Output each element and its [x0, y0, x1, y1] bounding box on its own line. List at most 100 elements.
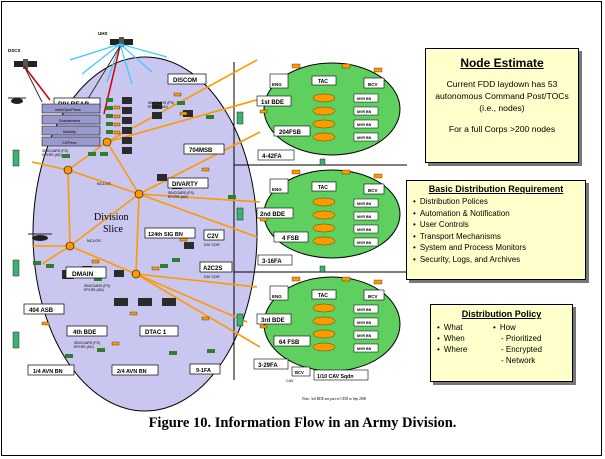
- cav-label: CAV: [286, 379, 294, 383]
- rear-list-item: [41, 103, 101, 114]
- policy-item: What: [437, 322, 493, 333]
- mvr-label: MVR BN: [357, 334, 372, 338]
- note-text: Note: 3rd BDE not part of CDD to Sep 200…: [302, 397, 366, 401]
- small-text: SINCGARS (FS): [42, 149, 68, 153]
- red-uplink: [103, 45, 121, 115]
- unit-c2v: C2V DIV CDR: [203, 229, 225, 247]
- small-text: SINCGARS (FS): [148, 101, 174, 105]
- policy-item: Where: [437, 344, 493, 355]
- dark-uplink: [23, 65, 43, 103]
- tac-label: TAC: [318, 79, 328, 85]
- rear-list-text: Sustainment: [59, 119, 81, 123]
- policy-subitem: - Prioritized: [501, 334, 542, 343]
- distribution-policy-columns: What When Where How - Prioritized - Encr…: [431, 322, 572, 366]
- fa-label: 3-29FA: [258, 363, 278, 369]
- list-item: Security, Logs, and Archives: [413, 254, 585, 266]
- unit-dtac1: DTAC 1: [139, 325, 179, 337]
- mvr-label: MVR BN: [357, 241, 372, 245]
- unit-4bde: 4th BDE SINCGARS (FS) EPLRS (AD): [66, 325, 108, 349]
- small-text: EPLRS (AD): [42, 153, 62, 157]
- brigade-3: ENG TAC BCV 3rd BDE 64 FSB 3-29FA MVR BN…: [253, 285, 385, 383]
- bcv-label: BCV: [368, 294, 378, 299]
- list-item: Transport Mechanisms: [413, 231, 585, 243]
- fsb-label: 4 FSB: [282, 236, 300, 242]
- bde-label: 2nd BDE: [260, 212, 285, 218]
- policy-item: How: [493, 322, 542, 333]
- divarty-label: DIVARTY: [172, 182, 198, 188]
- red-uplink: [23, 65, 51, 101]
- brigade-1: ENG TAC BCV 1st BDE 204FSB 4-42FA MVR BN…: [256, 73, 385, 161]
- rear-list-text: Mobility: [63, 130, 76, 134]
- unit-704msb: 704MSB: [183, 143, 225, 155]
- node-estimate-corps: For a full Corps >200 nodes: [448, 124, 556, 134]
- unit-124sig: 124th SIG BN: [144, 227, 196, 239]
- tac-label: TAC: [318, 293, 328, 299]
- fa-label: 3-16FA: [262, 259, 282, 265]
- a2c2s-label: A2C2S: [203, 266, 222, 272]
- list-item: Distribution Polices: [413, 196, 585, 208]
- policy-col-right: How - Prioritized - Encrypted - Network: [493, 322, 542, 366]
- unit-404asb: 404 ASB: [23, 303, 65, 315]
- div-rear-unit: DIV REAR Intel/Ops/Plans Sustainment Mob…: [41, 97, 101, 157]
- policy-subitem: - Network: [501, 356, 536, 365]
- unit-dmain: DMAIN SINCGARS (FS) EPLRS (AD): [65, 266, 110, 292]
- sat-label-dscs: DSCS: [8, 48, 21, 53]
- small-text: EPLRS (AD): [84, 288, 104, 292]
- mvr-label: MVR BN: [357, 321, 372, 325]
- helicopter-icon: [8, 97, 26, 104]
- distribution-policy-title: Distribution Policy: [461, 309, 542, 319]
- small-text: SINCGARS (FS): [168, 191, 194, 195]
- node-estimate-panel: Node Estimate Current FDD laydown has 53…: [425, 48, 579, 163]
- bcv-label: BCV: [368, 82, 378, 87]
- division-subtitle: Slice: [103, 224, 124, 235]
- distribution-policy-panel: Distribution Policy What When Where How …: [430, 304, 573, 382]
- dtac1-label: DTAC 1: [145, 330, 167, 336]
- bcv-label: BCV: [368, 188, 378, 193]
- avn14-label: 1/4 AVN BN: [33, 369, 63, 375]
- discom-label: DISCOM: [173, 78, 197, 84]
- information-flow-diagram: DSCS UHS: [8, 31, 407, 412]
- unit-divarty: DIVARTY SINCGARS (FS) EPLRS (AD): [167, 177, 209, 199]
- tac-label: TAC: [318, 185, 328, 191]
- mvr-label: MVR BN: [357, 347, 372, 351]
- mvr-label: MVR BN: [357, 97, 372, 101]
- rear-list-item: [41, 136, 101, 147]
- c2v-label: C2V: [207, 234, 219, 240]
- small-text: DIV CDR: [204, 243, 220, 247]
- rear-list-item: [41, 125, 101, 136]
- rear-list-text: C2/Fires: [62, 141, 76, 145]
- bde-label: 3rd BDE: [261, 318, 285, 324]
- policy-item: When: [437, 333, 493, 344]
- mvr-label: MVR BN: [357, 215, 372, 219]
- vehicle-icons: [33, 98, 236, 358]
- unit-a2c2s: A2C2S DIV CDR: [199, 261, 233, 279]
- sat-label-uhs: UHS: [98, 31, 108, 36]
- small-text: DIV CDR: [204, 275, 220, 279]
- satellite-icon: [110, 37, 133, 47]
- eng-label: ENG: [272, 82, 282, 87]
- basic-distribution-panel: Basic Distribution Requirement Distribut…: [406, 180, 586, 280]
- fa-label: 4-42FA: [262, 154, 282, 160]
- unit-91fa: 9-1FA: [189, 363, 221, 375]
- network-nodes: [63, 137, 144, 279]
- msb704-label: 704MSB: [189, 148, 213, 154]
- mvr-label: MVR BN: [357, 136, 372, 140]
- cr-tags: [259, 63, 383, 329]
- small-text: SINCGARS (FS): [74, 341, 100, 345]
- nclos-label: NCLOS: [97, 181, 111, 186]
- list-item: User Controls: [413, 219, 585, 231]
- mvr-label: MVR BN: [357, 110, 372, 114]
- bde-label: 1st BDE: [261, 100, 284, 106]
- mvr-label: MVR BN: [357, 202, 372, 206]
- satellite-beams: [69, 43, 168, 85]
- mvr-label: MVR BN: [357, 228, 372, 232]
- policy-col-left: What When Where: [437, 322, 493, 366]
- figure-caption: Figure 10. Information Flow in an Army D…: [148, 415, 457, 431]
- node-estimate-title: Node Estimate: [460, 56, 544, 70]
- satellite-icon: [14, 59, 37, 69]
- unit-24avn: 2/4 AVN BN: [111, 364, 159, 376]
- division-title: Division: [94, 212, 128, 223]
- fsb-label: 204FSB: [279, 130, 302, 136]
- dmain-label: DMAIN: [72, 271, 94, 278]
